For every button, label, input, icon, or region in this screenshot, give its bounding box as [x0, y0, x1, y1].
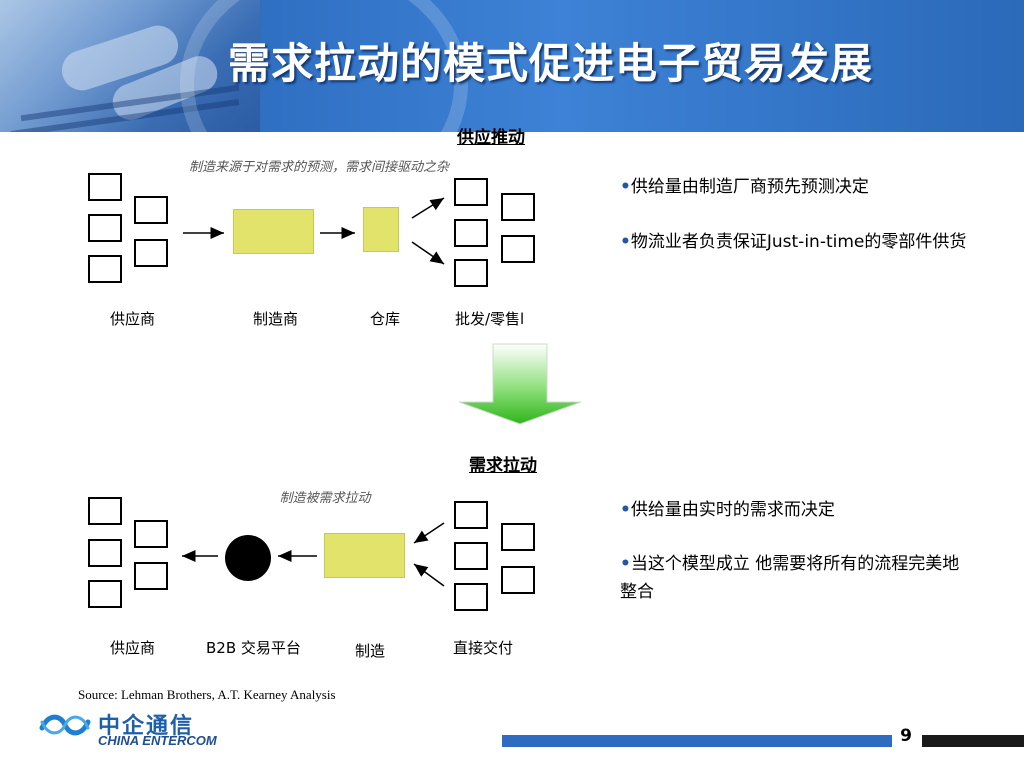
source-note: Source: Lehman Brothers, A.T. Kearney An… — [78, 687, 336, 702]
pull-label-supplier: 供应商 — [110, 639, 156, 657]
retail-square — [501, 193, 535, 221]
supplier-square — [134, 196, 168, 224]
pull-bullet: •供给量由实时的需求而决定 — [620, 500, 835, 520]
push-note: 制造来源于对需求的预测，需求间接驱动之杂 — [188, 160, 449, 175]
delivery-square — [501, 566, 535, 594]
arrow-up-left-icon — [413, 563, 445, 587]
page-number: 9 — [900, 726, 912, 746]
supplier-square — [88, 539, 122, 567]
supplier-square — [88, 173, 122, 201]
supplier-square — [88, 255, 122, 283]
header-banner: 需求拉动的模式促进电子贸易发展 — [0, 0, 1024, 132]
delivery-square — [454, 583, 488, 611]
b2b-platform-circle — [225, 535, 271, 581]
retail-square — [454, 178, 488, 206]
push-label-manufacturer: 制造商 — [253, 310, 299, 328]
delivery-square — [501, 523, 535, 551]
delivery-square — [454, 501, 488, 529]
supplier-square — [134, 239, 168, 267]
retail-square — [501, 235, 535, 263]
delivery-square — [454, 542, 488, 570]
supplier-square — [88, 214, 122, 242]
pull-note: 制造被需求拉动 — [279, 491, 371, 506]
retail-square — [454, 219, 488, 247]
push-bullet: •供给量由制造厂商预先预测决定 — [620, 177, 869, 197]
footer-bar — [502, 735, 892, 747]
supplier-square — [134, 520, 168, 548]
pull-label-b2b: B2B 交易平台 — [206, 639, 301, 657]
pull-bullet: •当这个模型成立 他需要将所有的流程完美地整合 — [620, 554, 960, 602]
pull-label-delivery: 直接交付 — [453, 639, 514, 657]
push-section-title: 供应推动 — [457, 128, 525, 148]
pull-bullet-text: 供给量由实时的需求而决定 — [630, 500, 835, 520]
pull-label-manufacturing: 制造 — [355, 642, 386, 660]
logo-text-en: CHINA ENTERCOM — [98, 733, 217, 748]
push-label-supplier: 供应商 — [110, 310, 156, 328]
pull-section-title: 需求拉动 — [469, 456, 537, 476]
arrow-down-right-icon — [411, 241, 445, 265]
supplier-square — [88, 497, 122, 525]
manufacturing-box — [324, 533, 405, 578]
push-bullet-text: 供给量由制造厂商预先预测决定 — [630, 177, 869, 197]
retail-square — [454, 259, 488, 287]
push-bullet: •物流业者负责保证Just-in-time的零部件供货 — [620, 232, 967, 252]
pull-bullet-text: 当这个模型成立 他需要将所有的流程完美地整合 — [620, 554, 960, 602]
warehouse-box — [363, 207, 399, 252]
manufacturer-box — [233, 209, 314, 254]
push-label-warehouse: 仓库 — [370, 310, 401, 328]
supplier-square — [88, 580, 122, 608]
china-entercom-logo-icon — [39, 714, 91, 736]
push-bullet-text: 物流业者负责保证Just-in-time的零部件供货 — [630, 232, 967, 252]
push-label-retail: 批发/零售l — [455, 310, 525, 328]
slide-title: 需求拉动的模式促进电子贸易发展 — [228, 39, 874, 88]
footer-bar-dark — [922, 735, 1024, 747]
arrow-up-right-icon — [411, 197, 445, 219]
logo-text-cn: 中企通信 — [98, 714, 195, 739]
supplier-square — [134, 562, 168, 590]
transition-arrow-icon — [458, 343, 582, 424]
arrow-down-left-icon — [413, 522, 445, 544]
